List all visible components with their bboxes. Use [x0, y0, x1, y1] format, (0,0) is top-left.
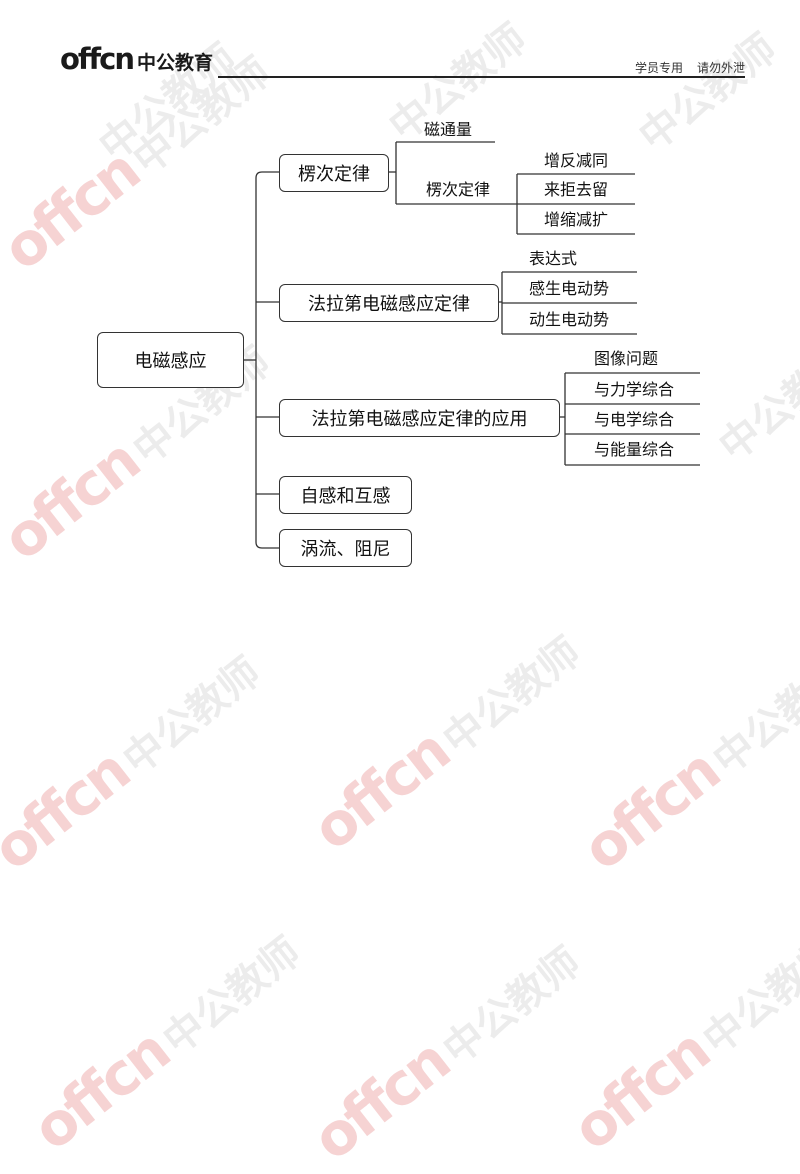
leaf-label: 楞次定律 — [426, 180, 491, 199]
leaf-label: 与力学综合 — [594, 380, 675, 399]
connector — [255, 171, 263, 549]
branch-node: 法拉第电磁感应定律 — [279, 284, 499, 322]
mind-map: 电磁感应 楞次定律 法拉第电磁感应定律 法拉第电磁感应定律的应用 自感和互感 涡… — [97, 120, 700, 567]
leaf-label: 增反减同 — [544, 151, 609, 170]
confidential-tag: 请勿外泄 — [696, 61, 745, 75]
leaf-label: 来拒去留 — [544, 180, 609, 199]
root-node: 电磁感应 — [97, 332, 244, 388]
leaf-label: 磁通量 — [424, 120, 473, 139]
connector-lines — [244, 141, 700, 549]
leaf-label: 表达式 — [529, 249, 578, 268]
header-tags: 学员专用请勿外泄 — [635, 59, 745, 76]
leaf-label: 与能量综合 — [594, 440, 675, 459]
leaf-label: 增缩减扩 — [544, 210, 609, 229]
branch-node: 楞次定律 — [279, 154, 389, 192]
branch-node: 涡流、阻尼 — [279, 529, 412, 567]
logo-name: 中公教育 — [137, 52, 214, 74]
branch-node: 自感和互感 — [279, 476, 412, 514]
branch-node: 法拉第电磁感应定律的应用 — [279, 399, 560, 437]
logo-wordmark: offcn — [60, 42, 135, 76]
leaf-label: 动生电动势 — [529, 310, 610, 329]
students-only-tag: 学员专用 — [634, 61, 683, 75]
header-divider — [218, 76, 745, 78]
leaf-label: 感生电动势 — [529, 279, 610, 298]
leaf-label: 与电学综合 — [594, 410, 675, 429]
leaf-label: 图像问题 — [594, 349, 659, 368]
